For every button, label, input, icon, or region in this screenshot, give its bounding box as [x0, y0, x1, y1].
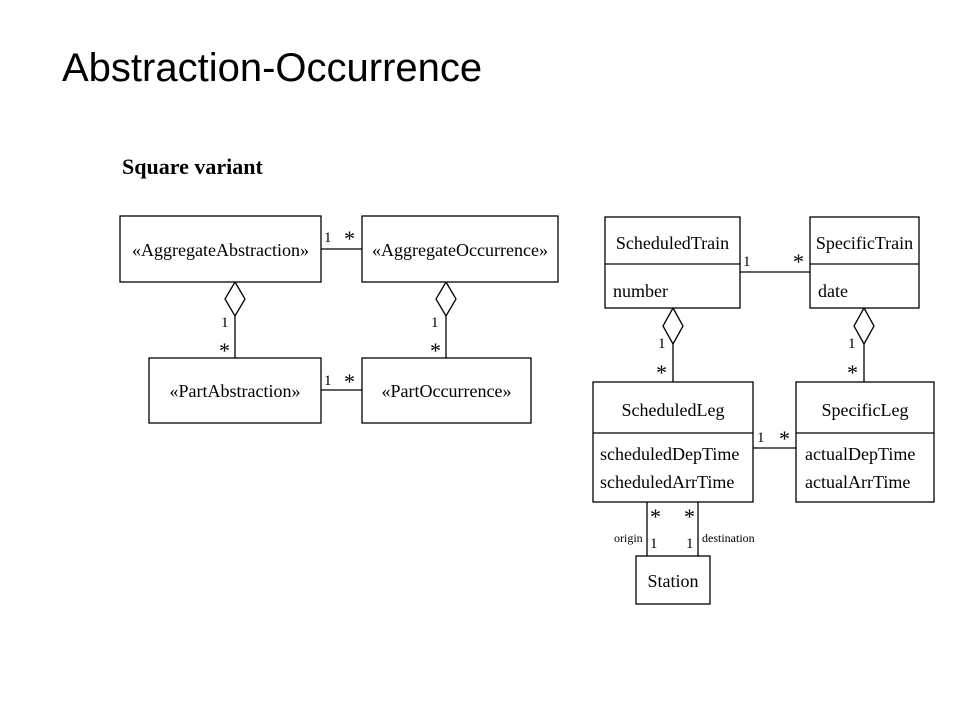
aggregation-left-diamond [662, 306, 684, 346]
class-part-occurrence: «PartOccurrence» [361, 357, 532, 424]
class-scheduled-train: ScheduledTrain number [604, 216, 741, 309]
role-origin: origin [614, 531, 643, 545]
multiplicity-many: * [793, 249, 804, 274]
class-name: «AggregateOccurrence» [372, 240, 548, 260]
role-destination: destination [702, 531, 755, 545]
class-name: ScheduledLeg [622, 400, 725, 420]
class-scheduled-leg: ScheduledLeg scheduledDepTime scheduledA… [592, 381, 754, 503]
class-attribute: date [818, 281, 848, 301]
class-station: Station [635, 555, 711, 605]
multiplicity-many: * [219, 338, 230, 363]
class-name: «PartOccurrence» [382, 381, 512, 401]
class-specific-leg: SpecificLeg actualDepTime actualArrTime [795, 381, 935, 503]
multiplicity-one: 1 [324, 373, 332, 389]
multiplicity-many: * [684, 504, 695, 529]
class-attribute: scheduledDepTime [600, 444, 739, 464]
class-name: ScheduledTrain [616, 233, 729, 253]
multiplicity-many: * [344, 226, 355, 251]
generic-pattern: «AggregateAbstraction» «AggregateOccurre… [119, 215, 559, 424]
class-specific-train: SpecificTrain date [809, 216, 920, 309]
multiplicity-one: 1 [658, 336, 666, 352]
class-name: SpecificLeg [822, 400, 909, 420]
class-name: «PartAbstraction» [170, 381, 301, 401]
slide-subtitle: Square variant [122, 154, 263, 179]
multiplicity-one: 1 [324, 230, 332, 246]
multiplicity-many: * [430, 338, 441, 363]
multiplicity-many: * [847, 360, 858, 385]
class-attribute: actualDepTime [805, 444, 915, 464]
multiplicity-one: 1 [686, 536, 694, 552]
class-attribute: actualArrTime [805, 472, 910, 492]
multiplicity-one: 1 [650, 536, 658, 552]
aggregation-right-diamond [435, 280, 457, 318]
class-name: SpecificTrain [816, 233, 913, 253]
class-aggregate-abstraction: «AggregateAbstraction» [119, 215, 322, 283]
aggregation-left-diamond [224, 280, 246, 318]
multiplicity-one: 1 [743, 254, 751, 270]
aggregation-right-diamond [853, 306, 875, 346]
multiplicity-one: 1 [848, 336, 856, 352]
class-name: «AggregateAbstraction» [132, 240, 309, 260]
multiplicity-one: 1 [221, 315, 229, 331]
multiplicity-many: * [779, 426, 790, 451]
slide-title: Abstraction-Occurrence [62, 46, 483, 90]
train-example: ScheduledTrain number SpecificTrain date… [592, 216, 935, 605]
multiplicity-many: * [650, 504, 661, 529]
class-part-abstraction: «PartAbstraction» [148, 357, 322, 424]
multiplicity-one: 1 [757, 430, 765, 446]
class-attribute: number [613, 281, 668, 301]
multiplicity-many: * [344, 369, 355, 394]
class-name: Station [647, 571, 698, 591]
multiplicity-many: * [656, 360, 667, 385]
class-aggregate-occurrence: «AggregateOccurrence» [361, 215, 559, 283]
multiplicity-one: 1 [431, 315, 439, 331]
class-attribute: scheduledArrTime [600, 472, 734, 492]
